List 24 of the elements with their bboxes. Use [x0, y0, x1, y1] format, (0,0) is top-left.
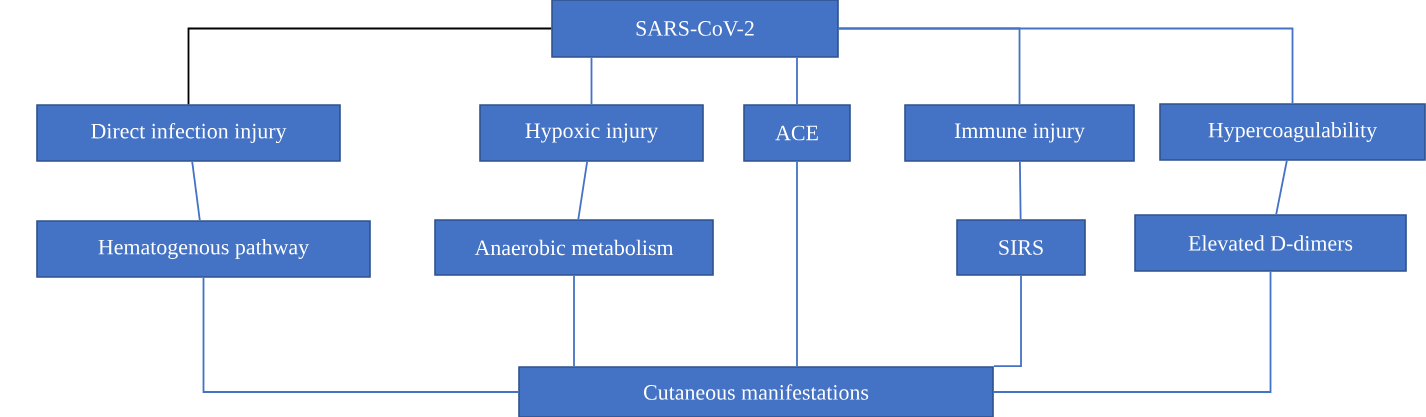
- process-box: SARS-CoV-2: [551, 0, 839, 58]
- connector-line: [796, 160, 798, 368]
- connector-line: [573, 274, 575, 368]
- process-box: Cutaneous manifestations: [518, 366, 994, 417]
- connector-line: [992, 270, 1272, 393]
- connector-line: [590, 56, 593, 106]
- connector-line: [577, 160, 588, 221]
- connector-line: [796, 56, 798, 106]
- connector-line: [1275, 159, 1288, 216]
- process-box: Immune injury: [904, 104, 1135, 162]
- process-box: Hypoxic injury: [479, 104, 704, 162]
- process-box: Elevated D-dimers: [1134, 214, 1407, 272]
- process-box: Anaerobic metabolism: [434, 219, 714, 276]
- process-box: ACE: [743, 104, 851, 162]
- process-box: Direct infection injury: [36, 104, 341, 162]
- connector-line: [992, 274, 1022, 368]
- connector-line: [202, 276, 520, 393]
- connector-line: [187, 27, 553, 106]
- connector-line: [191, 160, 201, 222]
- process-box: Hypercoagulability: [1159, 103, 1426, 161]
- connector-line: [1019, 160, 1022, 221]
- connector-line: [837, 27, 1294, 105]
- process-box: SIRS: [956, 219, 1086, 276]
- process-box: Hematogenous pathway: [36, 220, 371, 278]
